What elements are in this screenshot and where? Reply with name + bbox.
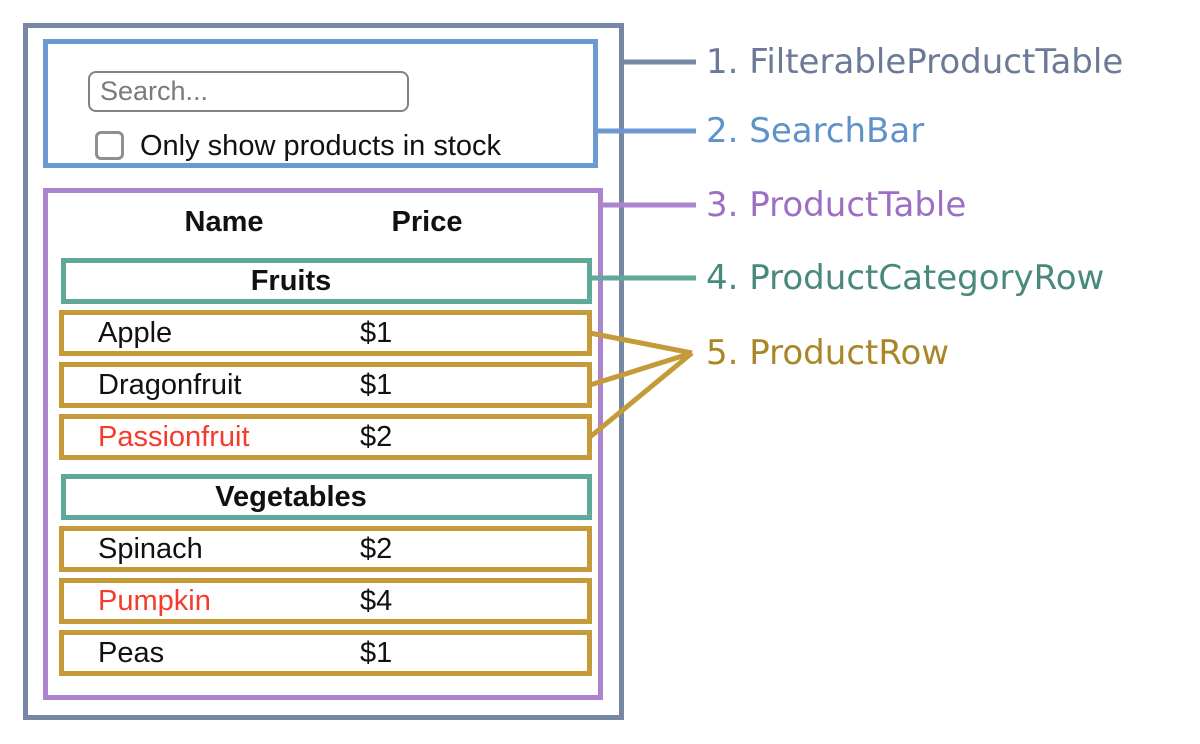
- legend-filterable-product-table: 1. FilterableProductTable: [706, 42, 1124, 82]
- product-row: Peas $1: [59, 630, 592, 676]
- product-name: Apple: [98, 317, 173, 349]
- column-header-price: Price: [391, 206, 463, 238]
- product-row: Apple $1: [59, 310, 592, 356]
- product-name: Dragonfruit: [98, 369, 242, 401]
- product-name: Peas: [98, 637, 165, 669]
- category-label: Fruits: [250, 265, 332, 297]
- category-row-vegetables: Vegetables: [61, 474, 592, 520]
- product-price: $1: [360, 637, 393, 669]
- product-name: Spinach: [98, 533, 203, 565]
- legend-product-category-row: 4. ProductCategoryRow: [706, 258, 1105, 298]
- product-price: $1: [360, 317, 393, 349]
- product-price: $2: [360, 533, 393, 565]
- legend-product-row: 5. ProductRow: [706, 333, 950, 373]
- product-name: Passionfruit: [98, 421, 250, 453]
- category-label: Vegetables: [215, 481, 367, 513]
- in-stock-checkbox[interactable]: [95, 131, 124, 160]
- product-row: Dragonfruit $1: [59, 362, 592, 408]
- product-name: Pumpkin: [98, 585, 211, 617]
- product-price: $4: [360, 585, 393, 617]
- legend-product-table: 3. ProductTable: [706, 185, 967, 225]
- product-price: $1: [360, 369, 393, 401]
- product-row: Spinach $2: [59, 526, 592, 572]
- search-input[interactable]: [88, 71, 409, 112]
- column-header-name: Name: [184, 206, 264, 238]
- product-price: $2: [360, 421, 393, 453]
- in-stock-checkbox-label: Only show products in stock: [140, 130, 502, 162]
- product-table-box: [43, 188, 603, 700]
- product-row: Pumpkin $4: [59, 578, 592, 624]
- legend-search-bar: 2. SearchBar: [706, 111, 925, 151]
- category-row-fruits: Fruits: [61, 258, 592, 304]
- search-bar-box: [43, 39, 598, 168]
- product-row: Passionfruit $2: [59, 414, 592, 460]
